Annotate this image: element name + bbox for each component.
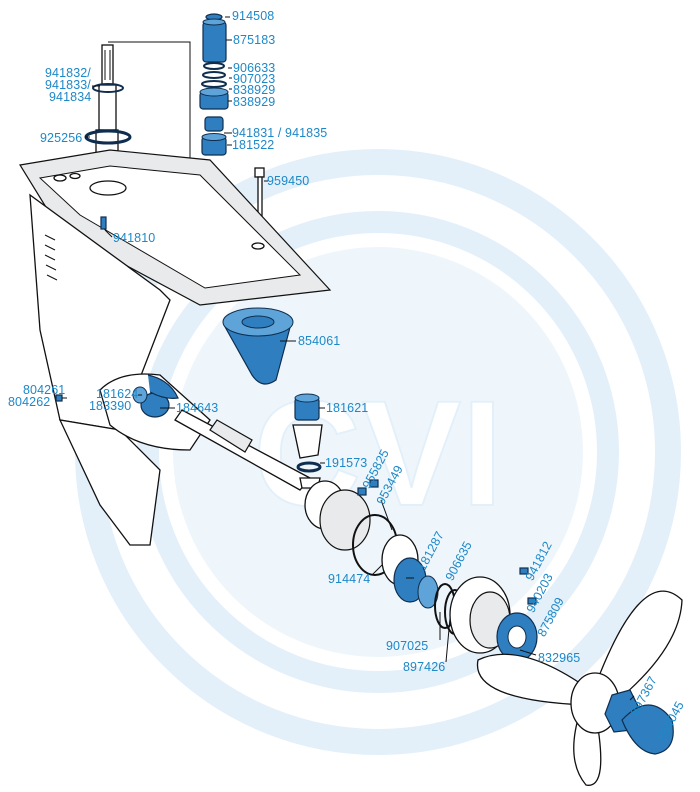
label-941832: 941832/	[45, 66, 91, 80]
label-838929b: 838929	[233, 95, 276, 109]
label-181624: 181624	[96, 387, 139, 401]
leader-lines	[62, 16, 635, 701]
screw-941812	[519, 567, 529, 575]
label-925256: 925256	[40, 131, 83, 145]
ring-832965	[496, 612, 538, 662]
label-184643: 184643	[176, 401, 219, 415]
label-941810: 941810	[113, 231, 156, 245]
label-183390: 183390	[89, 399, 132, 413]
propeller	[476, 590, 683, 786]
ring-941832	[92, 83, 124, 93]
label-875183: 875183	[233, 33, 276, 47]
label-897426: 897426	[403, 660, 446, 674]
label-181621: 181621	[326, 401, 369, 415]
label-914508: 914508	[232, 9, 275, 23]
label-854061: 854061	[298, 334, 341, 348]
screw-955825	[357, 487, 367, 496]
label-914474: 914474	[328, 572, 371, 586]
label-941834: 941834	[49, 90, 92, 104]
label-804262: 804262	[8, 395, 51, 409]
label-832965: 832965	[538, 651, 581, 665]
label-181522: 181522	[232, 138, 275, 152]
label-191573: 191573	[325, 456, 368, 470]
label-959450: 959450	[267, 174, 310, 188]
cone-854045	[621, 704, 674, 755]
label-906633: 906633	[233, 61, 276, 75]
label-907023: 907023	[233, 72, 276, 86]
label-907025: 907025	[386, 639, 429, 653]
label-804261: 804261	[23, 383, 66, 397]
cover-854061	[222, 307, 294, 385]
screw-953449	[369, 479, 379, 488]
svg-text:CVI: CVI	[253, 369, 503, 537]
gear-housing	[19, 149, 332, 546]
label-941831-941835: 941831 / 941835	[232, 126, 328, 140]
upper-stack	[199, 13, 229, 156]
screw-940203	[527, 597, 537, 605]
label-941833: 941833/	[45, 78, 91, 92]
screw-941810	[100, 216, 107, 230]
label-838929a: 838929	[233, 83, 276, 97]
linkage-line	[108, 41, 191, 169]
